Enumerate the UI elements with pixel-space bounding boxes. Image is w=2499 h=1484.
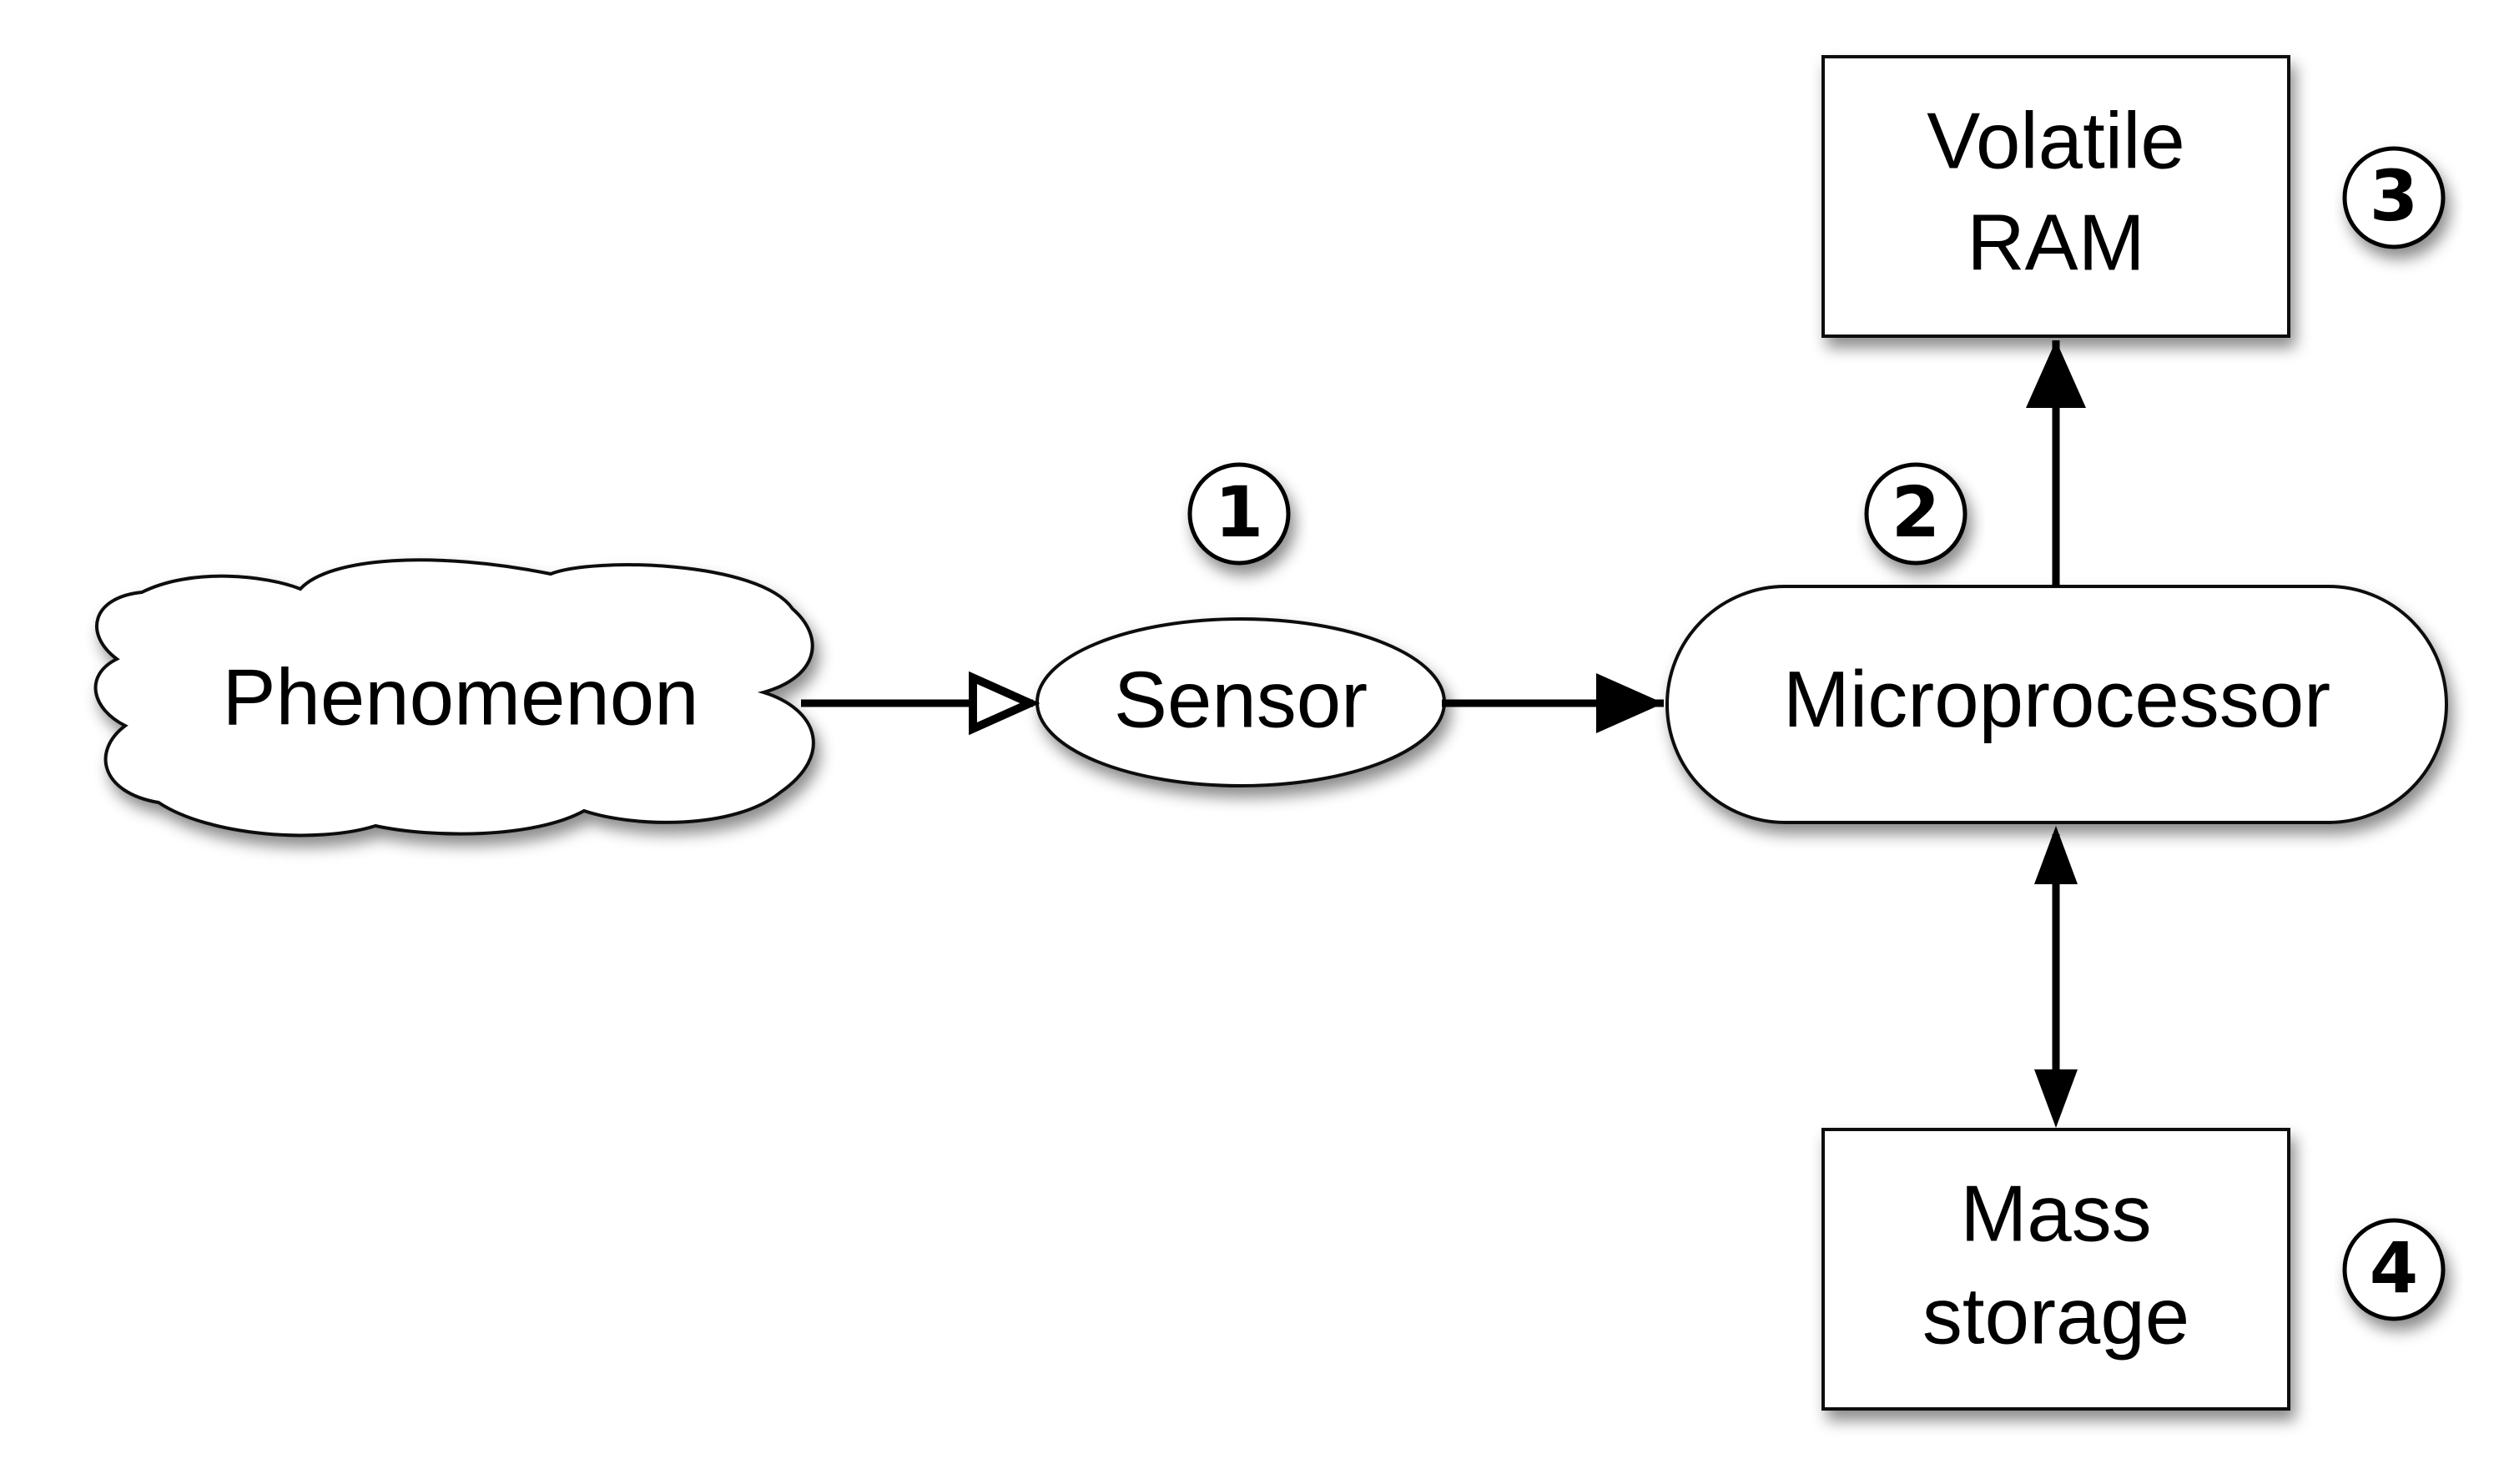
phenomenon-label: Phenomenon [222, 652, 698, 742]
storage-arrowhead-bottom [2034, 1069, 2078, 1128]
storage-arrowhead-top [2034, 826, 2078, 884]
badge-2-number: 2 [1892, 471, 1940, 553]
volatile-ram-label-line1: Volatile [1927, 96, 2185, 185]
badge-3 [2342, 146, 2446, 249]
mass-storage-label-line1: Mass [1960, 1169, 2151, 1258]
badge-3-number: 3 [2370, 155, 2418, 237]
volatile-ram-node [1821, 55, 2290, 338]
mass-storage-node [1821, 1128, 2290, 1411]
badge-1 [1187, 462, 1291, 566]
microprocessor-label: Microprocessor [1783, 655, 2330, 744]
sensor-label: Sensor [1114, 655, 1368, 744]
badge-4-number: 4 [2370, 1227, 2418, 1309]
mass-storage-label-line2: storage [1922, 1271, 2189, 1361]
badge-2 [1864, 462, 1967, 566]
phenomenon-node [93, 558, 815, 838]
badge-1-number: 1 [1215, 471, 1263, 553]
volatile-ram-label-line2: RAM [1967, 198, 2144, 287]
badge-4 [2342, 1218, 2446, 1321]
